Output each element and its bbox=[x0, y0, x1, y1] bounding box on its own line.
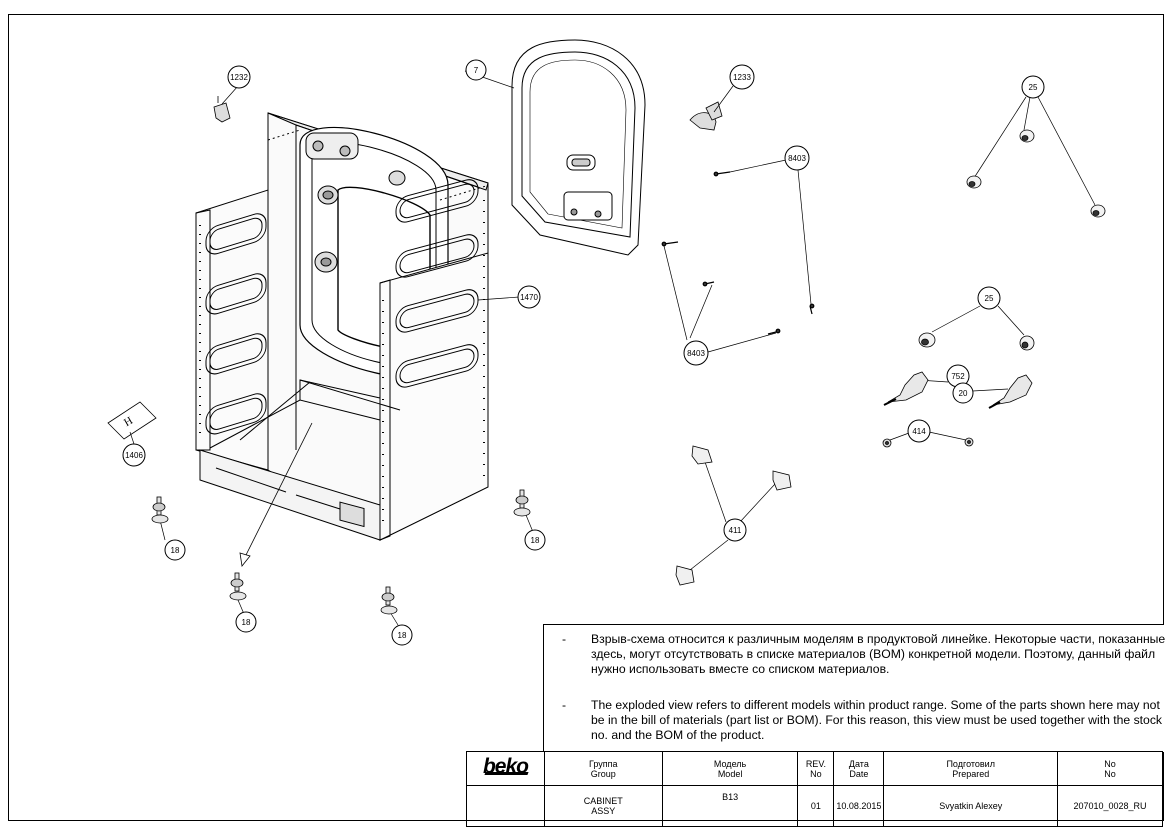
prepared-value: Svyatkin Alexey bbox=[883, 785, 1059, 827]
notes-box: - Взрыв-схема относится к различным моде… bbox=[543, 624, 1166, 752]
callout-1406: 1406 bbox=[122, 443, 146, 467]
note-english-text: The exploded view refers to different mo… bbox=[591, 698, 1163, 742]
svg-text:411: 411 bbox=[729, 526, 742, 535]
front-direction-arrow bbox=[239, 422, 313, 567]
callout-1232: 1232 bbox=[227, 65, 251, 89]
callout-18-front-right: 18 bbox=[391, 624, 413, 646]
callout-1470: 1470 bbox=[517, 285, 541, 309]
svg-text:414: 414 bbox=[912, 427, 926, 436]
bracket-group-411 bbox=[675, 445, 792, 586]
nut-group-414 bbox=[882, 437, 974, 448]
svg-text:1232: 1232 bbox=[230, 73, 248, 82]
leader-lines bbox=[159, 70, 1096, 626]
model-value: B13 bbox=[661, 785, 799, 827]
callout-25-middle: 25 bbox=[977, 286, 1001, 310]
damper-foot-group-25b bbox=[918, 332, 1035, 351]
rev-value: 01 bbox=[797, 785, 835, 827]
note-bullet: - bbox=[562, 698, 567, 712]
callout-411: 411 bbox=[723, 518, 747, 542]
callout-8403-bottom: 8403 bbox=[683, 340, 709, 366]
empty-cell bbox=[466, 785, 545, 827]
svg-text:1406: 1406 bbox=[125, 451, 143, 460]
svg-text:18: 18 bbox=[242, 618, 251, 627]
svg-text:7: 7 bbox=[474, 66, 479, 75]
svg-text:1470: 1470 bbox=[520, 293, 538, 302]
svg-text:8403: 8403 bbox=[788, 154, 806, 163]
callout-18-left: 18 bbox=[164, 539, 186, 561]
svg-text:8403: 8403 bbox=[687, 349, 705, 358]
svg-text:18: 18 bbox=[398, 631, 407, 640]
back-cover-part bbox=[511, 39, 646, 256]
callout-20: 20 bbox=[952, 382, 974, 404]
callout-7: 7 bbox=[465, 59, 487, 81]
cabinet-assembly bbox=[195, 112, 489, 541]
callout-8403-top: 8403 bbox=[784, 145, 810, 171]
callout-25-top: 25 bbox=[1021, 75, 1045, 99]
svg-text:752: 752 bbox=[951, 372, 965, 381]
note-bullet: - bbox=[562, 632, 567, 646]
note-russian-text: Взрыв-схема относится к различным моделя… bbox=[591, 632, 1166, 676]
callout-414: 414 bbox=[907, 419, 931, 443]
number-value: 207010_0028_RU bbox=[1057, 785, 1163, 827]
label-leader bbox=[129, 431, 135, 445]
shock-absorber-bolt-part bbox=[883, 371, 1033, 409]
svg-text:25: 25 bbox=[985, 294, 994, 303]
clip-part-1233 bbox=[689, 101, 723, 131]
brand-logo-cell: beko bbox=[466, 751, 545, 786]
date-value: 10.08.2015 bbox=[833, 785, 885, 827]
svg-text:18: 18 bbox=[171, 546, 180, 555]
damper-foot-group-25a bbox=[966, 129, 1106, 218]
screw-group-8403 bbox=[661, 171, 815, 335]
callout-1233: 1233 bbox=[729, 64, 755, 90]
beko-logo: beko bbox=[482, 755, 529, 778]
svg-text:1233: 1233 bbox=[733, 73, 751, 82]
callout-18-front-left: 18 bbox=[235, 611, 257, 633]
rev-header: REV.No bbox=[797, 751, 835, 786]
clip-part-1232 bbox=[213, 96, 231, 123]
callout-18-right: 18 bbox=[524, 529, 546, 551]
svg-text:18: 18 bbox=[531, 536, 540, 545]
svg-text:25: 25 bbox=[1029, 83, 1038, 92]
label-plate-part-1406: H bbox=[107, 401, 157, 440]
adjustable-feet-group-18 bbox=[151, 489, 531, 615]
svg-text:20: 20 bbox=[959, 389, 968, 398]
